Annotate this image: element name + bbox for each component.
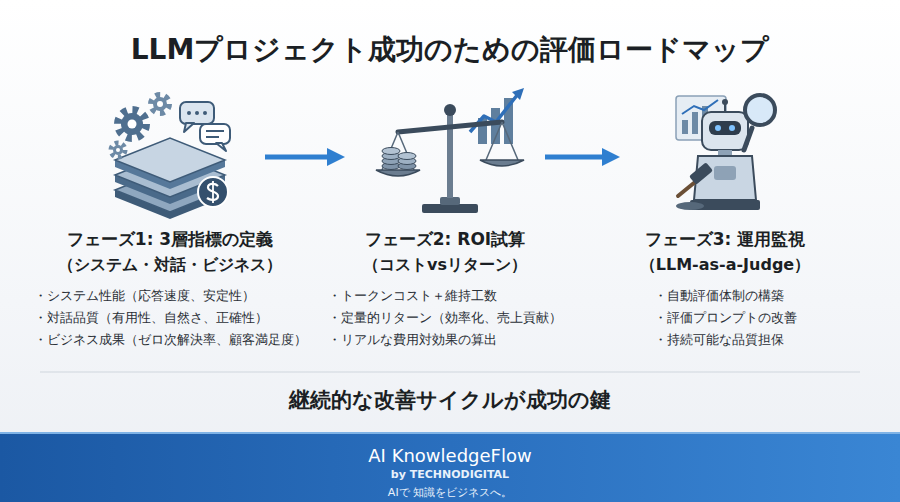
gear-icon (111, 95, 169, 157)
bullet-item: ・評価プロンプトの改善 (654, 307, 797, 329)
dashboard-icon (682, 120, 688, 134)
chat-bubble-icon (180, 102, 230, 151)
chat-bubble-icon (187, 111, 191, 115)
gear-icon (153, 97, 167, 111)
bullet-item: ・持続可能な品質担保 (654, 329, 784, 351)
gavel-icon (676, 162, 713, 210)
coin-icon (212, 181, 214, 203)
bullet-item: ・トークンコスト＋維持工数 (328, 285, 497, 307)
coin-stack-icon (398, 153, 416, 160)
balance-scale-icon (502, 122, 518, 160)
bullet-list: ・システム性能（応答速度、安定性）・対話品質（有用性、自然さ、正確性）・ビジネス… (34, 285, 307, 351)
divider-line (40, 371, 860, 372)
dashboard-icon (692, 112, 698, 134)
balance-scale-icon (376, 170, 420, 176)
bullet-item: ・リアルな費用対効果の算出 (328, 329, 497, 351)
coin-stack-icon (382, 148, 416, 170)
chat-bubble-icon (206, 130, 224, 132)
chart-icon (512, 88, 524, 100)
balance-scale-icon (486, 122, 502, 160)
robot-icon (729, 125, 735, 131)
gear-icon (116, 148, 120, 152)
robot-icon (702, 112, 748, 150)
robot-icon (709, 121, 741, 135)
robot-icon (724, 104, 726, 112)
coin-icon (198, 177, 228, 207)
magnifier-icon (744, 95, 775, 150)
bullet-list: ・自動評価体制の構築・評価プロンプトの改善・持続可能な品質担保 (654, 285, 797, 351)
chat-bubble-icon (180, 102, 214, 124)
phase-column: フェーズ1: 3層指標の定義（システム・対話・ビジネス）・システム性能（応答速度… (75, 92, 265, 357)
coin-stack-icon (382, 148, 400, 155)
coin-icon (198, 177, 228, 207)
gear-icon (128, 120, 137, 129)
chat-bubble-icon (200, 124, 230, 144)
balance-scale-icon (376, 104, 524, 213)
robot-icon (715, 125, 721, 131)
chat-bubble-icon (206, 136, 219, 138)
bullet-item: ・ビジネス成果（ゼロ次解決率、顧客満足度） (34, 329, 307, 351)
balance-scale-icon (440, 197, 460, 205)
phase-subheading: （LLM-as-a-Judge） (640, 252, 810, 277)
phase-column: フェーズ2: ROI試算（コストvsリターン）・トークンコスト＋維持工数・定量的… (345, 92, 545, 357)
brand-byline: by TECHNODIGITAL (391, 466, 509, 483)
phase-column: フェーズ3: 運用監視（LLM-as-a-Judge） ・自動評価体制の構築・評価… (620, 92, 830, 357)
diagram-caption: 継続的な改善サイクルが成功の鍵 (0, 386, 900, 414)
chat-bubble-icon (195, 111, 199, 115)
brand-name: AI KnowledgeFlow (368, 445, 531, 466)
phase-heading: フェーズ3: 運用監視 (645, 227, 806, 252)
gear-icon (118, 110, 146, 138)
gear-icon (121, 113, 143, 135)
robot-icon (722, 99, 728, 105)
phase-heading: フェーズ2: ROI試算 (365, 227, 525, 252)
gear-icon (111, 143, 125, 157)
text-group: フェーズ1: 3層指標の定義（システム・対話・ビジネス） (58, 227, 282, 277)
brand-tagline: AIで 知識をビジネスへ。 (388, 483, 512, 502)
balance-scale-icon (422, 204, 478, 213)
chat-bubble-icon (216, 143, 226, 151)
robot-icon (714, 166, 736, 180)
footer-band: AI KnowledgeFlowby TECHNODIGITALAIで 知識をビ… (0, 432, 900, 502)
gavel-icon (689, 162, 713, 185)
text-group: フェーズ3: 運用監視（LLM-as-a-Judge） (640, 227, 810, 277)
balance-scale-icon (398, 122, 502, 132)
bullet-item: ・システム性能（応答速度、安定性） (34, 285, 255, 307)
text-group: AI KnowledgeFlowby TECHNODIGITALAIで 知識をビ… (368, 445, 531, 502)
magnifier-icon (745, 95, 775, 125)
balance-scale-icon (444, 104, 456, 116)
text-group: フェーズ2: ROI試算（コストvsリターン） (363, 227, 527, 277)
gear-icon (157, 101, 163, 107)
magnifier-icon (744, 128, 752, 150)
bullet-item: ・自動評価体制の構築 (654, 285, 784, 307)
phase-subheading: （システム・対話・ビジネス） (58, 252, 282, 277)
chat-bubble-icon (184, 123, 194, 132)
phase-heading: フェーズ1: 3層指標の定義 (67, 227, 273, 252)
bullet-list: ・トークンコスト＋維持工数・定量的リターン（効率化、売上貢献）・リアルな費用対効… (328, 285, 562, 351)
bullet-item: ・対話品質（有用性、自然さ、正確性） (34, 307, 268, 329)
flow-arrow (265, 155, 335, 160)
gear-icon (151, 95, 169, 113)
chat-bubble-icon (203, 111, 207, 115)
bullet-item: ・定量的リターン（効率化、売上貢献） (328, 307, 562, 329)
balance-scale-icon (480, 160, 524, 166)
phase-subheading: （コストvsリターン） (363, 252, 527, 277)
flow-arrow (545, 155, 610, 160)
diagram-title: LLMプロジェクト成功のための評価ロードマップ (0, 30, 900, 70)
gear-icon (113, 145, 123, 155)
gavel-icon (676, 202, 704, 210)
